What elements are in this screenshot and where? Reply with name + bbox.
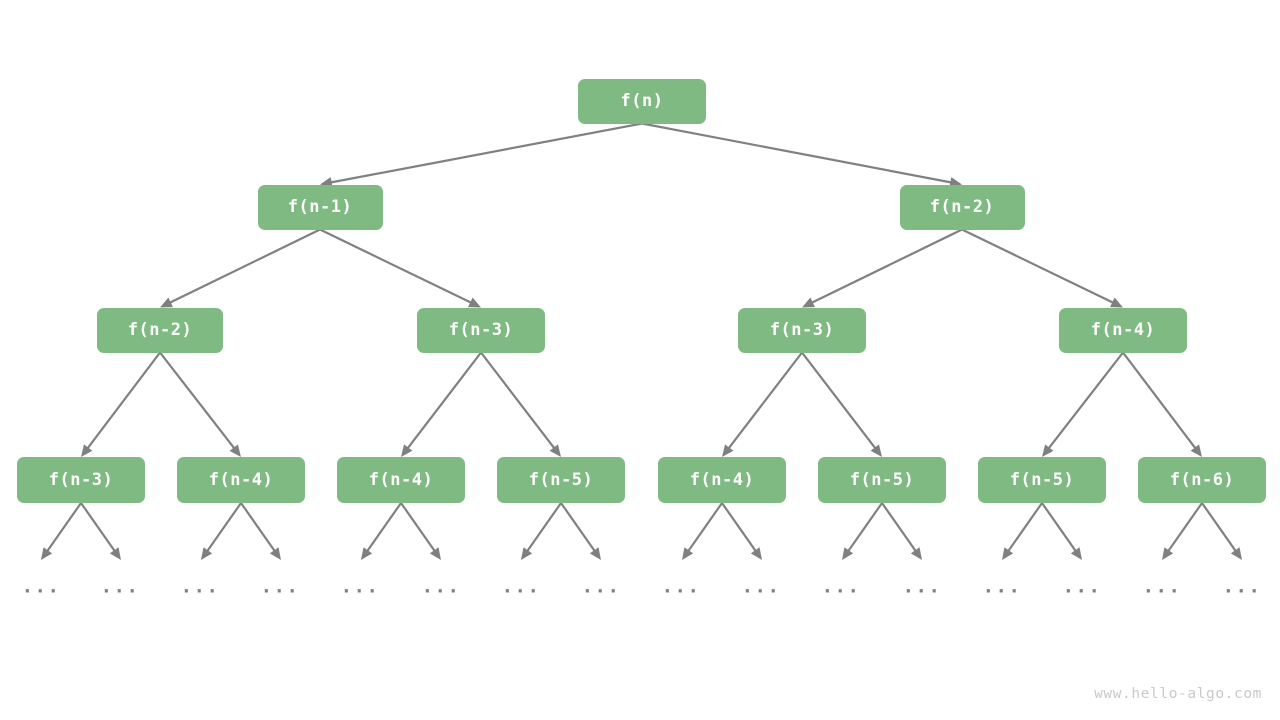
tree-node-label: f(n-4): [208, 470, 274, 490]
tree-node-label: f(n-3): [448, 320, 514, 340]
tree-node-label: f(n-1): [287, 197, 353, 217]
tree-edge-stub: [842, 502, 883, 560]
tree-edge-stub: [682, 502, 723, 560]
tree-node-n1: f(n-1): [257, 184, 383, 230]
tree-node-n3: f(n-2): [97, 307, 223, 353]
ellipsis-marker: ...: [821, 575, 861, 598]
tree-node-n6: f(n-4): [1059, 307, 1187, 353]
tree-node-label: f(n): [620, 91, 664, 111]
ellipsis-marker: ...: [982, 575, 1022, 598]
tree-edge-stub: [521, 502, 562, 560]
ellipsis-marker: ...: [100, 575, 140, 598]
ellipsis-marker: ...: [741, 575, 781, 598]
tree-edge: [159, 351, 241, 457]
tree-edge: [802, 228, 963, 308]
tree-node-label: f(n-2): [929, 197, 995, 217]
tree-node-label: f(n-3): [769, 320, 835, 340]
ellipsis-marker: ...: [661, 575, 701, 598]
tree-node-label: f(n-5): [849, 470, 915, 490]
tree-node-label: f(n-4): [368, 470, 434, 490]
ellipsis-marker: ...: [260, 575, 300, 598]
tree-edge-stub: [400, 502, 441, 560]
tree-node-n9: f(n-4): [337, 457, 465, 503]
tree-edge: [401, 351, 482, 457]
tree-node-n2: f(n-2): [899, 184, 1025, 230]
tree-edge: [319, 228, 481, 308]
tree-node-label: f(n-5): [528, 470, 594, 490]
tree-node-label: f(n-5): [1009, 470, 1075, 490]
tree-node-label: f(n-3): [48, 470, 114, 490]
tree-edge-stub: [1162, 502, 1203, 560]
ellipsis-marker: ...: [21, 575, 61, 598]
tree-edge: [1122, 351, 1202, 457]
tree-node-n11: f(n-4): [658, 457, 786, 503]
watermark: www.hello-algo.com: [1094, 686, 1262, 702]
tree-edge: [722, 351, 803, 457]
tree-edge: [1042, 351, 1124, 457]
tree-edge-stub: [881, 502, 922, 560]
tree-edge: [641, 122, 962, 188]
ellipsis-marker: ...: [1222, 575, 1262, 598]
tree-node-n5: f(n-3): [738, 307, 866, 353]
tree-node-n4: f(n-3): [417, 307, 545, 353]
tree-edge-stub: [201, 502, 242, 560]
tree-edge-stub: [80, 502, 121, 560]
tree-node-n13: f(n-5): [978, 457, 1106, 503]
ellipsis-marker: ...: [1062, 575, 1102, 598]
ellipsis-marker: ...: [581, 575, 621, 598]
tree-edge-stub: [721, 502, 762, 560]
tree-edge: [81, 351, 161, 457]
tree-edge-stub: [361, 502, 402, 560]
tree-edge: [961, 228, 1123, 308]
tree-node-n10: f(n-5): [497, 457, 625, 503]
tree-node-n12: f(n-5): [818, 457, 946, 503]
ellipsis-marker: ...: [1142, 575, 1182, 598]
tree-node-n14: f(n-6): [1138, 457, 1266, 503]
tree-edge-stub: [240, 502, 281, 560]
tree-edge: [160, 228, 321, 308]
ellipsis-marker: ...: [180, 575, 220, 598]
tree-edge: [320, 122, 643, 188]
tree-edge-stub: [1041, 502, 1082, 560]
ellipsis-marker: ...: [902, 575, 942, 598]
tree-node-n0: f(n): [578, 78, 706, 124]
tree-edge: [480, 351, 561, 457]
ellipsis-marker: ...: [421, 575, 461, 598]
tree-edge-stub: [41, 502, 82, 560]
tree-node-n7: f(n-3): [17, 457, 145, 503]
tree-edge-stub: [1201, 502, 1242, 560]
tree-node-label: f(n-2): [127, 320, 193, 340]
tree-node-label: f(n-6): [1169, 470, 1235, 490]
ellipsis-marker: ...: [340, 575, 380, 598]
ellipsis-marker: ...: [501, 575, 541, 598]
tree-edge-stub: [1002, 502, 1043, 560]
tree-node-n8: f(n-4): [177, 457, 305, 503]
tree-edge-stub: [560, 502, 601, 560]
tree-node-label: f(n-4): [1090, 320, 1156, 340]
tree-edge: [801, 351, 882, 457]
tree-node-label: f(n-4): [689, 470, 755, 490]
